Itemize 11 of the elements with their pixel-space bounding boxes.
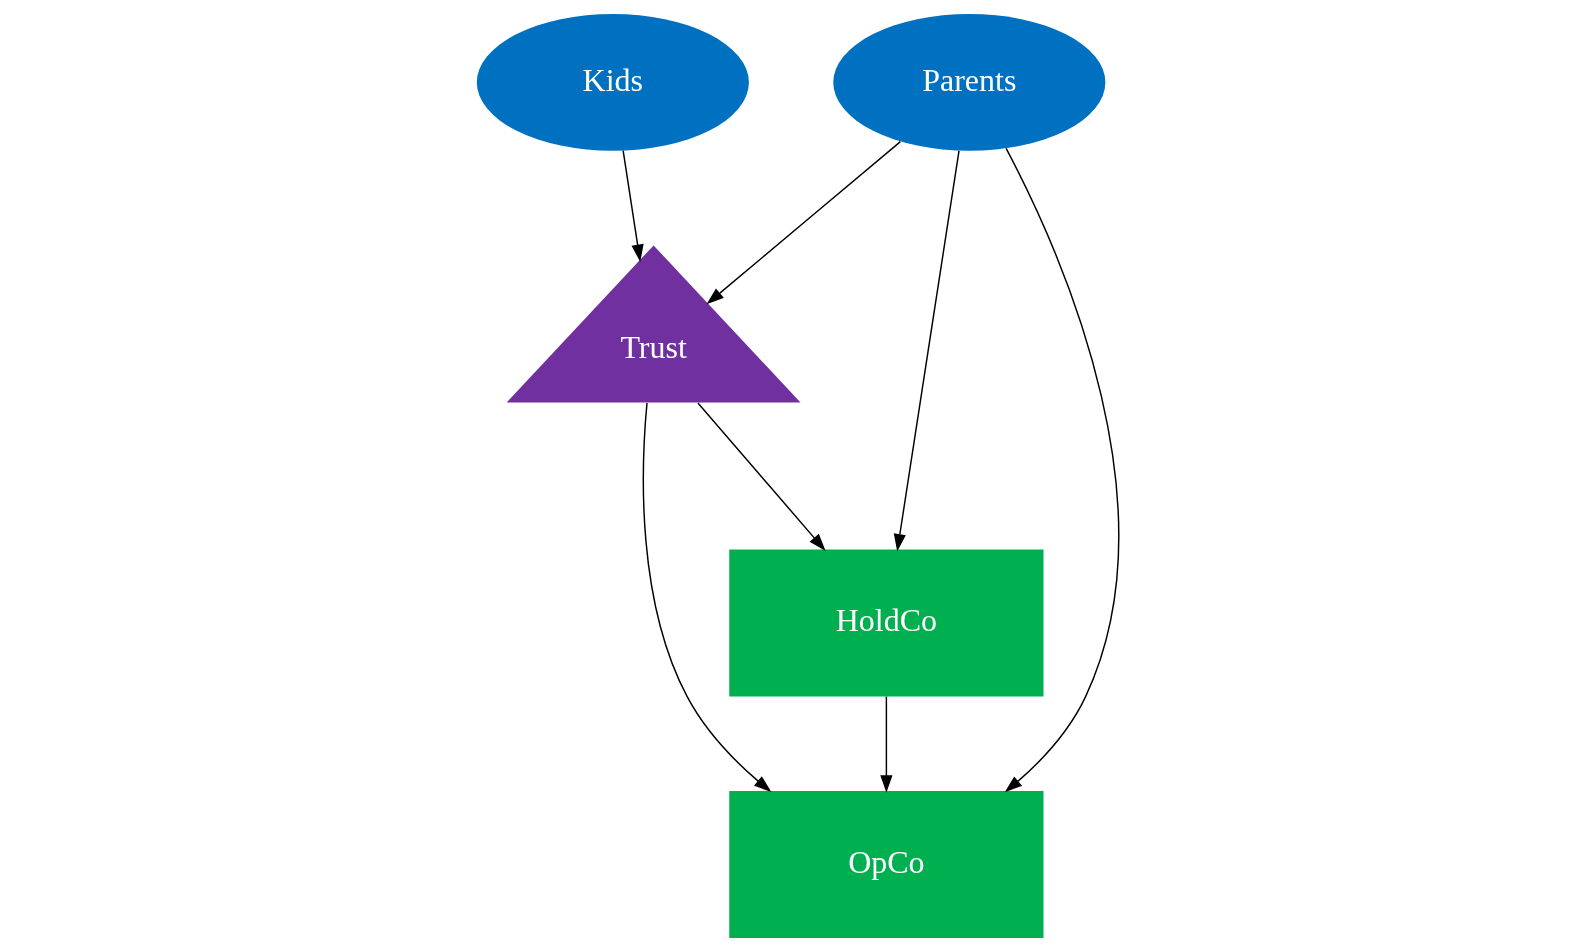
arrow: [1004, 147, 1119, 793]
node-ellipse: Parents: [832, 14, 1105, 151]
node-ellipse: Kids: [476, 14, 749, 151]
arrow: [642, 402, 771, 793]
arrow: [706, 140, 901, 305]
arrow: [621, 150, 644, 263]
arrow: [893, 150, 960, 552]
node-box: HoldCo: [728, 549, 1043, 697]
arrow: [879, 695, 892, 793]
arrow: [696, 402, 826, 552]
node-box: OpCo: [728, 791, 1043, 938]
